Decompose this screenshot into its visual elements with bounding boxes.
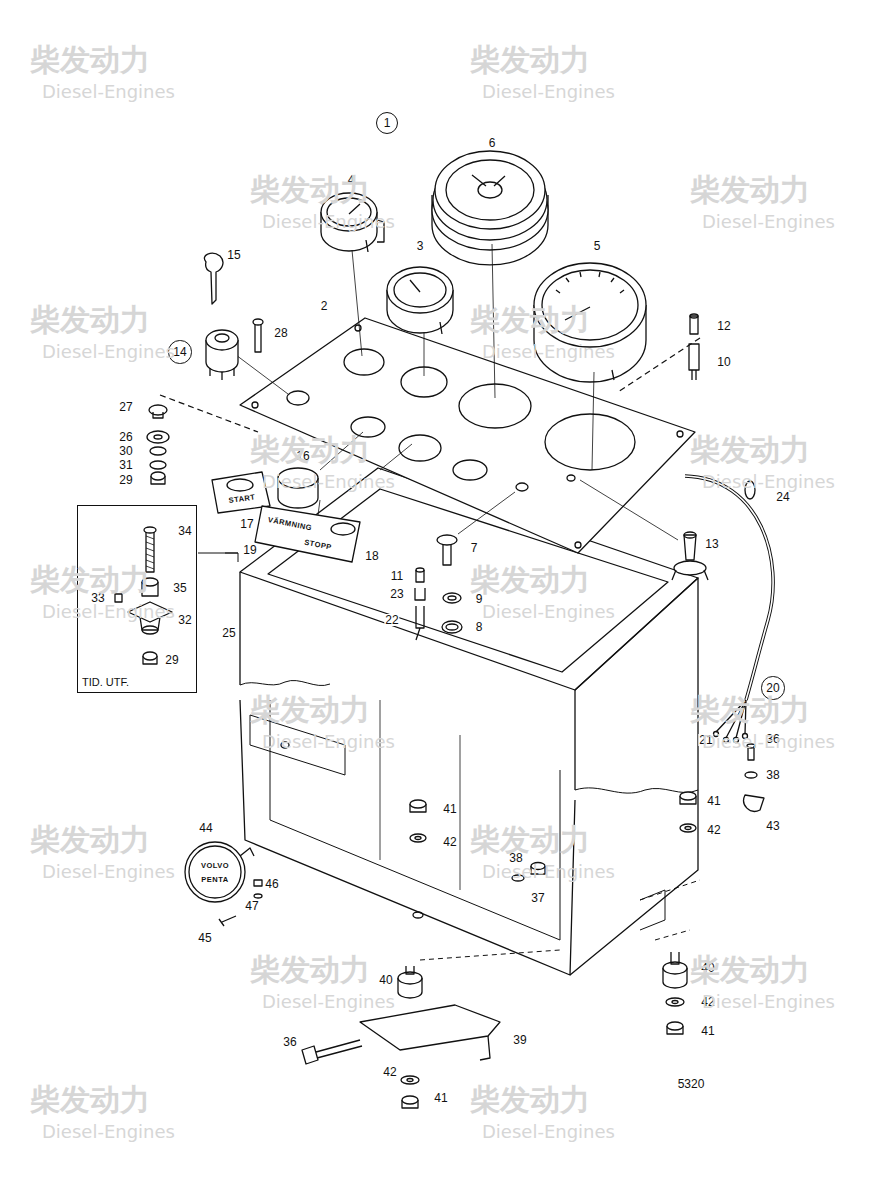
watermark: Diesel-Engines — [482, 863, 615, 881]
watermark: 柴发动力 — [470, 45, 590, 75]
callout-number: 26 — [118, 431, 133, 443]
callout-number: 13 — [704, 538, 719, 550]
callout-number: 22 — [384, 614, 399, 626]
callout-number: 5320 — [677, 1078, 706, 1090]
callout-number: 38 — [765, 769, 780, 781]
callout-number: 29 — [164, 654, 179, 666]
watermark: 柴发动力 — [30, 45, 150, 75]
callout-number: 12 — [716, 320, 731, 332]
part-text: START — [228, 493, 256, 504]
watermark: 柴发动力 — [470, 825, 590, 855]
callout-number: 27 — [118, 401, 133, 413]
callout-number: 28 — [273, 327, 288, 339]
callout-number: 3 — [416, 240, 425, 252]
watermark: Diesel-Engines — [42, 343, 175, 361]
callout-number: 41 — [442, 803, 457, 815]
callout-number: 29 — [118, 474, 133, 486]
callout-number: 1 — [384, 117, 391, 129]
callout-number: 45 — [197, 932, 212, 944]
circled-callout: 1 — [376, 112, 398, 134]
watermark: 柴发动力 — [470, 305, 590, 335]
watermark: 柴发动力 — [30, 565, 150, 595]
callout-number: 6 — [488, 137, 497, 149]
watermark: Diesel-Engines — [482, 1123, 615, 1141]
callout-number: 25 — [221, 627, 236, 639]
watermark: Diesel-Engines — [42, 83, 175, 101]
watermark: Diesel-Engines — [262, 473, 395, 491]
watermark: Diesel-Engines — [702, 473, 835, 491]
callout-number: 37 — [530, 892, 545, 904]
callout-number: 41 — [706, 795, 721, 807]
callout-number: 47 — [244, 900, 259, 912]
callout-number: 43 — [765, 820, 780, 832]
watermark: Diesel-Engines — [702, 213, 835, 231]
part-text: STOPP — [304, 539, 333, 552]
callout-number: 2 — [320, 300, 329, 312]
watermark: 柴发动力 — [30, 305, 150, 335]
watermark: Diesel-Engines — [702, 993, 835, 1011]
inset-note: TID. UTF. — [82, 677, 129, 688]
watermark: 柴发动力 — [250, 435, 370, 465]
watermark: Diesel-Engines — [262, 993, 395, 1011]
callout-number: 46 — [264, 878, 279, 890]
callout-number: 39 — [512, 1034, 527, 1046]
watermark: 柴发动力 — [250, 175, 370, 205]
callout-number: 19 — [242, 544, 257, 556]
callout-number: 44 — [198, 822, 213, 834]
callout-number: 14 — [173, 346, 186, 358]
callout-number: 20 — [766, 682, 779, 694]
callout-number: 32 — [177, 614, 192, 626]
callout-number: 23 — [389, 588, 404, 600]
watermark: 柴发动力 — [690, 175, 810, 205]
callout-number: 18 — [364, 550, 379, 562]
callout-number: 5 — [593, 240, 602, 252]
watermark: Diesel-Engines — [42, 1123, 175, 1141]
watermark: 柴发动力 — [250, 955, 370, 985]
callout-number: 31 — [118, 459, 133, 471]
watermark: 柴发动力 — [30, 1085, 150, 1115]
watermark: Diesel-Engines — [482, 603, 615, 621]
callout-number: 7 — [470, 542, 479, 554]
watermark: Diesel-Engines — [262, 733, 395, 751]
callout-number: 42 — [442, 836, 457, 848]
callout-number: 36 — [282, 1036, 297, 1048]
callout-number: 42 — [382, 1066, 397, 1078]
callout-number: 30 — [118, 445, 133, 457]
watermark: 柴发动力 — [470, 565, 590, 595]
callout-number: 8 — [475, 621, 484, 633]
watermark: 柴发动力 — [250, 695, 370, 725]
watermark: 柴发动力 — [690, 695, 810, 725]
instrument-housing — [240, 468, 698, 975]
watermark: 柴发动力 — [690, 955, 810, 985]
inset-parts — [115, 527, 172, 664]
watermark: Diesel-Engines — [42, 863, 175, 881]
part-text: PENTA — [201, 876, 228, 884]
assembly-lines — [232, 244, 678, 540]
callout-number: 40 — [378, 974, 393, 986]
watermark: 柴发动力 — [470, 1085, 590, 1115]
part-text: VÄRMNING — [267, 516, 312, 532]
watermark: Diesel-Engines — [482, 343, 615, 361]
callout-number: 24 — [775, 491, 790, 503]
watermark: Diesel-Engines — [702, 733, 835, 751]
callout-number: 35 — [172, 582, 187, 594]
part-text: VOLVO — [201, 862, 229, 870]
callout-number: 11 — [390, 570, 404, 582]
callout-number: 34 — [177, 525, 192, 537]
callout-number: 17 — [239, 518, 254, 530]
watermark: Diesel-Engines — [262, 213, 395, 231]
callout-number: 10 — [716, 356, 731, 368]
washer-stack — [147, 405, 169, 484]
callout-number: 41 — [700, 1025, 715, 1037]
watermark: Diesel-Engines — [42, 603, 175, 621]
callout-number: 41 — [433, 1092, 448, 1104]
watermark: Diesel-Engines — [482, 83, 615, 101]
callout-number: 42 — [706, 824, 721, 836]
watermark: 柴发动力 — [30, 825, 150, 855]
callout-number: 15 — [226, 249, 241, 261]
watermark: 柴发动力 — [690, 435, 810, 465]
